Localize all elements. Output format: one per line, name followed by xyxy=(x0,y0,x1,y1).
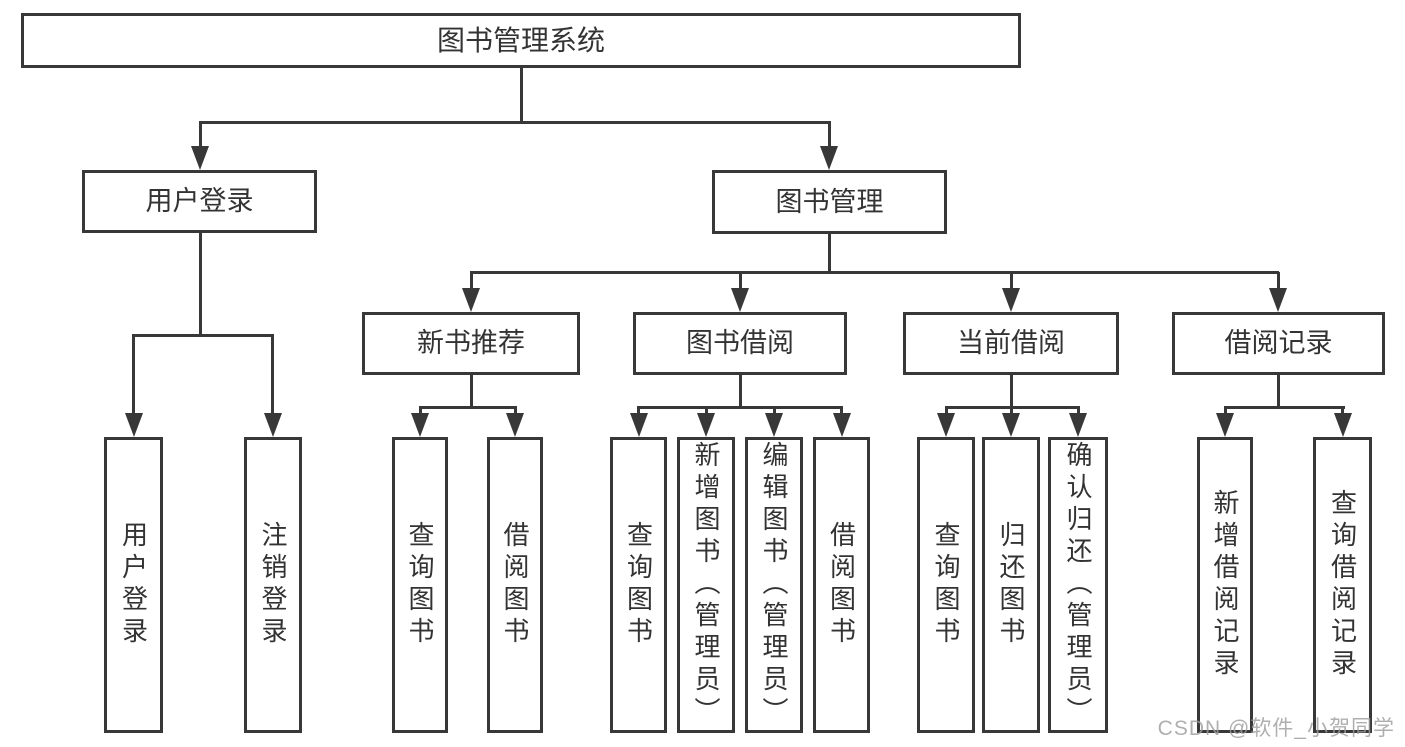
connector-shaft xyxy=(827,122,831,150)
leaf-edit-book-admin: 编辑图书（管理员） xyxy=(745,437,803,733)
leaf-query-borrow-record: 查询借阅记录 xyxy=(1313,437,1372,733)
leaf-logout-label: 注销登录 xyxy=(258,521,288,649)
leaf-add-borrow-record-label: 新增借阅记录 xyxy=(1210,489,1240,681)
leaf-edit-book-admin-label: 编辑图书（管理员） xyxy=(759,441,789,729)
arrowhead-icon xyxy=(1333,413,1352,437)
node-borrowing-records-label: 借阅记录 xyxy=(1224,328,1333,358)
leaf-user-login-label: 用户登录 xyxy=(118,521,149,649)
arrowhead-icon xyxy=(629,413,648,437)
csdn-watermark: CSDN @软件_小贺同学 xyxy=(1157,717,1395,740)
connector-shaft xyxy=(418,407,422,417)
connector-borrowing-bracket xyxy=(637,405,843,409)
arrowhead-icon xyxy=(832,413,851,437)
leaf-add-borrow-record: 新增借阅记录 xyxy=(1197,437,1253,733)
node-new-book-recommend: 新书推荐 xyxy=(362,312,580,375)
connector-shaft xyxy=(944,407,948,417)
connector-root-bracket xyxy=(198,120,831,124)
arrowhead-icon xyxy=(1069,413,1087,437)
leaf-borrow-books-recommend: 借阅图书 xyxy=(487,437,543,733)
node-root-label: 图书管理系统 xyxy=(436,24,605,56)
arrowhead-icon xyxy=(462,288,480,312)
leaf-return-book-label: 归还图书 xyxy=(996,521,1026,649)
node-book-borrowing-label: 图书借阅 xyxy=(686,328,794,358)
arrowhead-icon xyxy=(506,413,524,437)
node-book-borrowing: 图书借阅 xyxy=(633,312,847,375)
connector-mgmt-stem xyxy=(827,234,831,272)
arrowhead-icon xyxy=(765,413,783,437)
arrowhead-icon xyxy=(1216,413,1234,437)
connector-login-stem xyxy=(198,233,202,336)
connector-shaft xyxy=(271,335,274,417)
leaf-borrow-books-recommend-label: 借阅图书 xyxy=(500,521,530,649)
node-current-borrowing-label: 当前借阅 xyxy=(957,328,1065,358)
leaf-query-books-borrow-label: 查询图书 xyxy=(623,521,654,649)
leaf-query-books-recommend-label: 查询图书 xyxy=(405,521,435,649)
leaf-borrow-books-borrow: 借阅图书 xyxy=(813,437,870,733)
node-borrowing-records: 借阅记录 xyxy=(1172,312,1385,375)
connector-recommend-stem xyxy=(469,375,473,408)
arrowhead-icon xyxy=(411,413,429,437)
leaf-query-books-recommend: 查询图书 xyxy=(392,437,448,733)
connector-mgmt-bracket xyxy=(469,270,1279,274)
connector-shaft xyxy=(132,335,135,417)
connector-shaft xyxy=(738,272,742,292)
connector-shaft xyxy=(1009,407,1013,417)
connector-root-stem xyxy=(519,68,523,122)
connector-shaft xyxy=(198,122,202,150)
arrowhead-icon xyxy=(1269,288,1287,312)
leaf-query-books-current: 查询图书 xyxy=(917,437,975,733)
arrowhead-icon xyxy=(263,413,282,437)
node-user-login-module-label: 用户登录 xyxy=(145,186,254,216)
leaf-add-book-admin: 新增图书（管理员） xyxy=(677,437,735,733)
arrowhead-icon xyxy=(697,413,715,437)
arrowhead-icon xyxy=(937,413,955,437)
connector-shaft xyxy=(1009,272,1013,292)
leaf-query-books-borrow: 查询图书 xyxy=(610,437,667,733)
leaf-query-borrow-record-label: 查询借阅记录 xyxy=(1327,489,1358,681)
connector-shaft xyxy=(1341,407,1344,417)
connector-shaft xyxy=(1223,407,1227,417)
node-book-management-module-label: 图书管理 xyxy=(775,186,884,217)
connector-borrowing-stem xyxy=(738,375,742,408)
arrowhead-icon xyxy=(191,146,209,170)
connector-shaft xyxy=(513,407,517,417)
leaf-add-book-admin-label: 新增图书（管理员） xyxy=(691,441,721,729)
leaf-return-book: 归还图书 xyxy=(982,437,1040,733)
connector-shaft xyxy=(469,272,473,292)
node-root-system: 图书管理系统 xyxy=(21,13,1021,68)
node-new-book-recommend-label: 新书推荐 xyxy=(417,328,525,358)
leaf-confirm-return-admin: 确认归还（管理员） xyxy=(1048,437,1108,733)
leaf-borrow-books-borrow-label: 借阅图书 xyxy=(826,521,857,649)
arrowhead-icon xyxy=(1002,413,1020,437)
node-book-management-module: 图书管理 xyxy=(712,170,947,234)
connector-shaft xyxy=(704,407,708,417)
arrowhead-icon xyxy=(1002,288,1020,312)
connector-shaft xyxy=(1276,272,1280,292)
arrowhead-icon xyxy=(124,413,143,437)
connector-current-stem xyxy=(1009,375,1013,408)
connector-login-bracket xyxy=(132,333,274,337)
connector-shaft xyxy=(1076,407,1080,417)
arrowhead-icon xyxy=(731,288,749,312)
connector-records-stem xyxy=(1277,375,1280,408)
arrowhead-icon xyxy=(820,146,838,170)
leaf-query-books-current-label: 查询图书 xyxy=(931,521,961,649)
connector-shaft xyxy=(772,407,776,417)
leaf-user-login: 用户登录 xyxy=(104,437,163,733)
connector-records-bracket xyxy=(1223,405,1345,409)
node-user-login-module: 用户登录 xyxy=(82,170,317,233)
connector-recommend-bracket xyxy=(418,405,517,409)
connector-shaft xyxy=(840,407,843,417)
node-current-borrowing: 当前借阅 xyxy=(903,312,1119,375)
leaf-confirm-return-admin-label: 确认归还（管理员） xyxy=(1063,441,1093,729)
leaf-logout: 注销登录 xyxy=(244,437,302,733)
connector-shaft xyxy=(637,407,640,417)
